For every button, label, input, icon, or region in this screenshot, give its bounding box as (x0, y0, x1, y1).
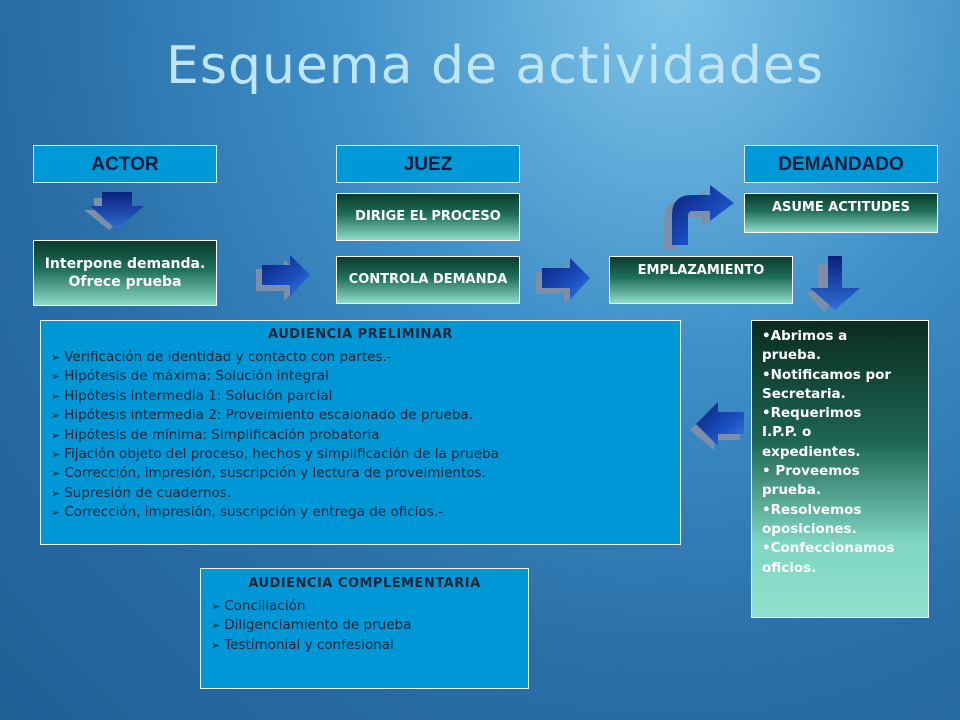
header-juez: JUEZ (336, 145, 520, 183)
arrow-bullet-icon: ➢ (51, 467, 61, 481)
box-controla-demanda: CONTROLA DEMANDA (336, 256, 520, 304)
arrow-bullet-icon: ➢ (51, 448, 61, 462)
list-item: ➢Supresión de cuadernos. (51, 484, 232, 501)
box-dirige-proceso: DIRIGE EL PROCESO (336, 193, 520, 241)
curved-arrow-icon (664, 185, 734, 249)
list-item: ➢Hipótesis de mínima: Simplificación pro… (51, 426, 380, 443)
arrow-bullet-icon: ➢ (51, 409, 61, 423)
arrow-right-icon (256, 255, 310, 301)
list-item: ➢Corrección, impresión, suscripción y en… (51, 504, 443, 521)
list-item: ➢Fijación objeto del proceso, hechos y s… (51, 446, 499, 463)
page-title: Esquema de actividades (166, 36, 824, 96)
audiencia-complementaria-list: ➢Conciliación ➢Diligenciamiento de prueb… (201, 597, 528, 655)
list-item: Secretaria. (762, 385, 846, 402)
list-item: ➢Verificación de identidad y contacto co… (51, 349, 392, 365)
list-item: ➢Hipótesis de máxima: Solución integral (51, 368, 329, 385)
acciones-box: •Abrimos a prueba. •Notificamos por Secr… (751, 320, 929, 618)
audiencia-preliminar-box: AUDIENCIA PRELIMINAR ➢Verificación de id… (40, 320, 681, 545)
list-item: • Proveemos (762, 463, 860, 480)
arrow-bullet-icon: ➢ (51, 351, 61, 364)
list-item: •Resolvemos (762, 501, 862, 518)
arrow-right-icon (536, 258, 590, 304)
list-item: •Requerimos (762, 405, 862, 422)
arrow-bullet-icon: ➢ (51, 370, 61, 384)
list-item: ➢Hipótesis intermedia 1: Solución parcia… (51, 387, 333, 404)
arrow-bullet-icon: ➢ (211, 619, 221, 633)
list-item: oficios. (762, 559, 817, 576)
list-item: •Abrimos a (762, 328, 848, 344)
arrow-bullet-icon: ➢ (51, 486, 61, 500)
list-item: ➢Testimonial y confesional (211, 636, 394, 653)
audiencia-complementaria-box: AUDIENCIA COMPLEMENTARIA ➢Conciliación ➢… (200, 568, 529, 689)
box-asume-actitudes: ASUME ACTITUDES (744, 193, 938, 233)
list-item: prueba. (762, 482, 821, 499)
arrow-bullet-icon: ➢ (211, 600, 221, 613)
arrow-down-icon (806, 256, 860, 312)
list-item: •Notificamos por (762, 366, 892, 383)
list-item: prueba. (762, 347, 821, 364)
header-demandado: DEMANDADO (744, 145, 938, 183)
list-item: ➢Corrección, impresión, suscripción y le… (51, 465, 486, 482)
arrow-bullet-icon: ➢ (51, 506, 61, 520)
list-item: ➢Hipótesis intermedia 2: Proveimiento es… (51, 407, 473, 424)
box-emplazamiento: EMPLAZAMIENTO (609, 256, 793, 304)
list-item: I.P.P. o (762, 424, 812, 441)
audiencia-preliminar-title: AUDIENCIA PRELIMINAR (268, 327, 453, 342)
list-item: ➢Diligenciamiento de prueba (211, 617, 412, 634)
audiencia-complementaria-title: AUDIENCIA COMPLEMENTARIA (248, 576, 481, 591)
list-item: expedientes. (762, 443, 861, 460)
header-actor: ACTOR (33, 145, 217, 183)
arrow-bullet-icon: ➢ (211, 638, 221, 652)
list-item: •Confeccionamos (762, 540, 895, 557)
arrow-bullet-icon: ➢ (51, 428, 61, 442)
box-interpone-demanda: Interpone demanda. Ofrece prueba (33, 240, 217, 306)
arrow-left-icon (690, 402, 744, 450)
list-item: ➢Conciliación (211, 598, 306, 614)
audiencia-preliminar-list: ➢Verificación de identidad y contacto co… (41, 348, 680, 523)
arrow-bullet-icon: ➢ (51, 389, 61, 403)
arrow-down-icon (84, 192, 144, 230)
list-item: oposiciones. (762, 520, 857, 537)
